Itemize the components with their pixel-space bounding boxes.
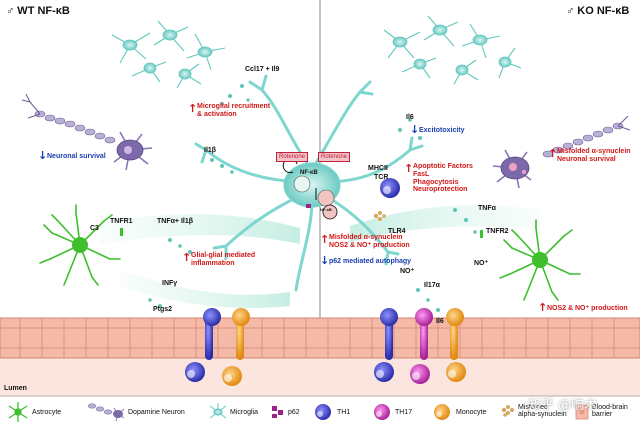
blood-brain-barrier (0, 317, 640, 359)
label-lumen: Lumen (4, 385, 27, 392)
label-misfolded-center: Misfolded α-synuclein NOS2 & NO⁺ product… (329, 234, 410, 249)
label-no-2: NO⁺ (474, 260, 489, 267)
label-tnfa-il1b: TNFα+ Il1β (157, 218, 193, 225)
astrocyte-right-body (532, 252, 548, 268)
arrow-down-icon: ↓ (38, 149, 48, 162)
legend-dopamine-label: Dopamine Neuron (128, 409, 185, 416)
flow-band-right (350, 205, 540, 242)
label-apoptotic-factors: Apoptotic Factors FasL Phagocytosis Neur… (413, 163, 473, 194)
legend-misfolded-label: Misfolded alpha-synuclein (518, 404, 567, 419)
watermark: 知乎 @响木 (528, 398, 598, 413)
bbb-cells (0, 318, 640, 358)
arrow-up-icon: ↑ (548, 147, 558, 160)
legend-th17-label: TH17 (395, 409, 413, 416)
p62-ring-ko (322, 204, 338, 220)
label-tnfr1: TNFR1 (110, 218, 133, 225)
arrow-up-icon: ↑ (538, 301, 548, 314)
legend-bbb-label: Blood-brain barrier (592, 404, 628, 419)
th1-cell-mhcii (380, 178, 400, 198)
label-neuronal-survival-left: Neuronal survival (47, 153, 106, 160)
label-il17a: Il17α (424, 282, 440, 289)
label-tnfr2: TNFR2 (486, 228, 509, 235)
label-nfkb-ko: NF-κB (320, 207, 332, 212)
legend-microglia-label: Microglia (230, 409, 259, 416)
astrocyte-right (499, 219, 581, 301)
label-p62-autophagy: p62 mediated autophagy (329, 258, 412, 265)
microglia-cluster-right (383, 15, 522, 85)
ko-title: ♂ KO NF-κB (566, 5, 630, 17)
label-nos2-right: NOS2 & NO⁺ production (547, 305, 628, 312)
flow-band-left-lower (120, 270, 290, 308)
astrocyte-left (39, 204, 121, 286)
misfolded-synuclein-aggregate (373, 211, 386, 221)
label-ptgs2: Ptgs2 (153, 306, 173, 313)
arrow-up-icon: ↑ (188, 102, 198, 115)
label-tcr: TCR (374, 174, 389, 181)
arrow-down-icon: ↓ (320, 254, 330, 267)
p62-icon (272, 406, 283, 418)
transmigrating-th17-right (415, 308, 433, 360)
label-mhcii: MHCII (368, 165, 388, 172)
cytokine-dots (148, 84, 477, 312)
dopamine-neuron-left (21, 93, 153, 171)
nucleus-left (293, 175, 311, 193)
th1-cell-icon (315, 404, 331, 420)
arrow-up-icon: ↑ (182, 251, 192, 264)
transmigrating-th1-right (380, 308, 398, 360)
transmigrating-th1-left (203, 308, 221, 360)
label-il6-bottom: Il6 (436, 318, 444, 325)
astrocyte-left-body (72, 237, 88, 253)
label-glial-glial-inflammation: Glial-glial mediated inflammation (191, 252, 256, 267)
label-ccl17-il9: Ccl17 + Il9 (245, 66, 280, 73)
p62-dot (306, 204, 311, 208)
dopamine-neuron-icon (87, 403, 125, 422)
wt-title: ♂ WT NF-κB (6, 5, 70, 17)
rotenone-badge-left: Rotenone (276, 152, 309, 162)
label-excitotoxicity: Excitotoxicity (419, 127, 465, 134)
astrocyte-icon (8, 402, 28, 422)
label-il1b-top: Il1β (204, 147, 217, 154)
arrow-up-icon: ↑ (404, 162, 414, 175)
blood-brain-barrier-icon (575, 404, 589, 420)
lumen (0, 358, 640, 396)
label-il6-top: Il6 (406, 114, 414, 121)
th17-cell-icon (374, 404, 390, 420)
nucleus-right (317, 189, 335, 207)
flow-band-left (100, 214, 300, 244)
dopamine-neuron-right (492, 115, 631, 189)
arrow-down-icon: ↓ (410, 123, 420, 136)
label-c3: C3 (90, 225, 99, 232)
transmigrating-monocyte-left (232, 308, 250, 360)
tnfr2-marker (480, 230, 483, 238)
label-nfkb: NF-κB (300, 170, 318, 176)
misfolded-alpha-synuclein-icon (501, 405, 514, 417)
label-microglial-recruitment: Microglial recruitment & activation (197, 103, 271, 118)
tnfr1-marker (120, 228, 123, 236)
lumen-cells (185, 362, 466, 386)
arrow-up-icon: ↑ (320, 233, 330, 246)
label-tnfa-right: TNFα (478, 205, 496, 212)
label-infy: INFγ (162, 280, 178, 287)
legend-p62-label: p62 (288, 409, 300, 416)
monocyte-icon (434, 404, 450, 420)
transmigrating-monocyte-right (446, 308, 464, 360)
legend-astrocyte-label: Astrocyte (32, 409, 62, 416)
microglia-icon (209, 403, 227, 419)
label-misfolded-right: Misfolded α-synuclein Neuronal survival (557, 148, 631, 163)
legend-th1-label: TH1 (337, 409, 351, 416)
label-tlr4: TLR4 (388, 228, 406, 235)
label-no-1: NO⁺ (400, 268, 415, 275)
rotenone-badge-right: Rotenone (318, 152, 351, 162)
legend-monocyte-label: Monocyte (456, 409, 487, 416)
